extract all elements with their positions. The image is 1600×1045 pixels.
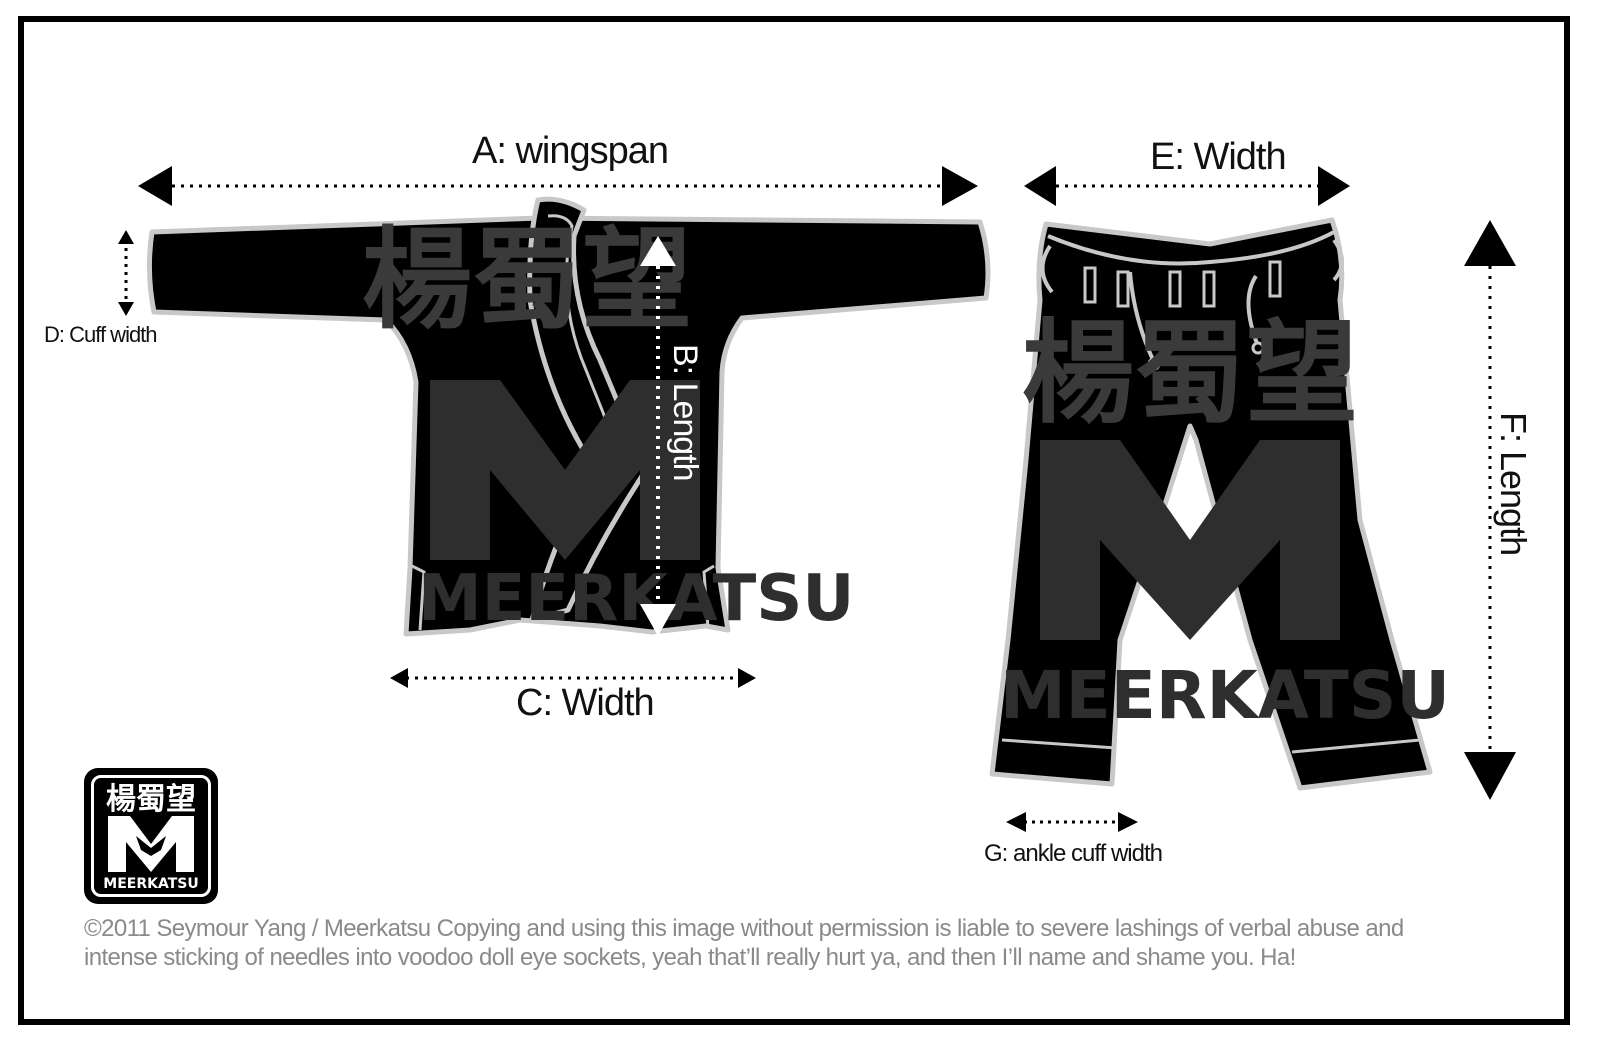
pants-watermark-han: 楊蜀望 bbox=[1022, 309, 1358, 439]
label-ankle-cuff-width: G: ankle cuff width bbox=[984, 840, 1163, 867]
pants-hem-left bbox=[1001, 738, 1117, 750]
pants-watermark-m bbox=[1040, 440, 1340, 640]
jacket-lapel-inner bbox=[547, 214, 628, 471]
logo-chinese-text: 楊蜀望 bbox=[106, 782, 196, 817]
pants-waist-rope bbox=[1040, 230, 1344, 294]
jacket-watermark-han: 楊蜀望 bbox=[362, 216, 692, 344]
jacket: 楊蜀望 MEERKATSU bbox=[146, 196, 991, 637]
arrow-ankle-cuff bbox=[1006, 812, 1138, 832]
meerkatsu-logo: 楊蜀望 MEERKATSU bbox=[84, 768, 218, 904]
arrow-pants-length bbox=[1464, 220, 1516, 800]
arrow-cuff-width bbox=[118, 230, 134, 316]
logo-border bbox=[91, 775, 211, 897]
label-jacket-width: C: Width bbox=[516, 682, 655, 724]
jacket-slit-right bbox=[702, 564, 715, 629]
jacket-watermark-word: MEERKATSU bbox=[418, 562, 854, 636]
label-pants-length: F: Length bbox=[1493, 412, 1534, 556]
logo-m-icon bbox=[108, 816, 194, 872]
arrow-jacket-length bbox=[640, 236, 676, 636]
label-jacket-length: B: Length bbox=[666, 344, 704, 481]
pants-hem-right bbox=[1291, 738, 1421, 754]
copyright-notice: ©2011 Seymour Yang / Meerkatsu Copying a… bbox=[84, 914, 1524, 972]
label-pants-width: E: Width bbox=[1150, 136, 1287, 178]
jacket-watermark-m bbox=[430, 380, 700, 560]
copyright-line-2: intense sticking of needles into voodoo … bbox=[84, 944, 1296, 971]
jacket-lapel bbox=[527, 196, 649, 623]
copyright-line-1: ©2011 Seymour Yang / Meerkatsu Copying a… bbox=[84, 915, 1404, 942]
logo-wordmark: MEERKATSU bbox=[103, 876, 199, 892]
pants-drawstring bbox=[1128, 271, 1260, 363]
arrow-jacket-width bbox=[390, 668, 756, 688]
arrow-pants-width bbox=[1024, 166, 1350, 206]
label-wingspan: A: wingspan bbox=[472, 130, 669, 172]
arrow-wingspan bbox=[138, 166, 978, 206]
jacket-slit-left bbox=[411, 564, 426, 631]
pants: 楊蜀望 MEERKATSU bbox=[989, 217, 1450, 791]
pants-watermark-word: MEERKATSU bbox=[1000, 657, 1450, 734]
label-cuff-width: D: Cuff width bbox=[44, 322, 158, 347]
